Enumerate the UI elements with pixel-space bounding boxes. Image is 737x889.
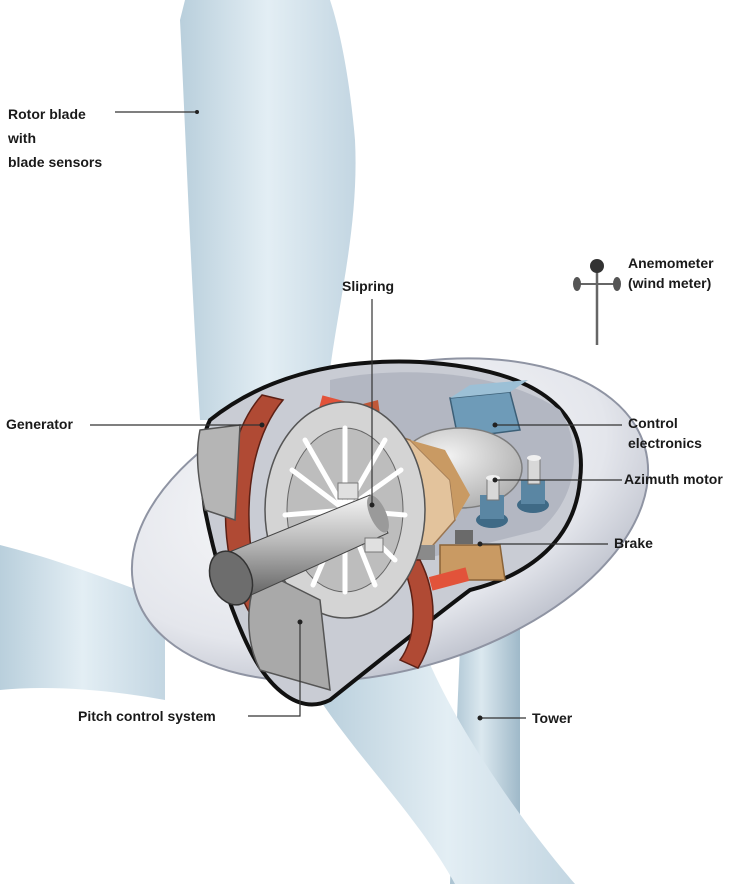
label-rotor-blade: Rotor blade with blade sensors (8, 102, 102, 174)
label-rotor-blade-line3: blade sensors (8, 150, 102, 174)
label-slipring: Slipring (342, 276, 394, 296)
label-brake: Brake (614, 533, 653, 553)
label-rotor-blade-line2: with (8, 126, 102, 150)
label-tower: Tower (532, 708, 572, 728)
anemometer (573, 259, 621, 345)
label-control-electronics: Control electronics (628, 413, 702, 453)
label-anemometer: Anemometer (wind meter) (628, 253, 714, 293)
label-control-electronics-line2: electronics (628, 433, 702, 453)
label-azimuth-motor: Azimuth motor (624, 469, 723, 489)
label-pitch-control-system: Pitch control system (78, 706, 216, 726)
label-anemometer-line1: Anemometer (628, 253, 714, 273)
label-anemometer-line2: (wind meter) (628, 273, 714, 293)
label-rotor-blade-line1: Rotor blade (8, 102, 102, 126)
label-generator: Generator (6, 414, 73, 434)
rotor-blade-upper (180, 0, 356, 420)
label-control-electronics-line1: Control (628, 413, 702, 433)
